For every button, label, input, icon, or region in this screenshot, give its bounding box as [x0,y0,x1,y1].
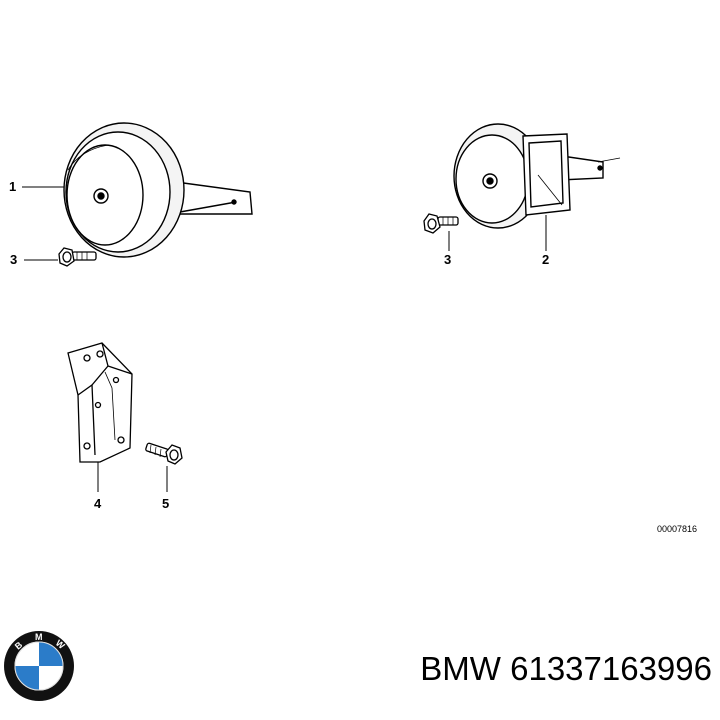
diagram-reference-code: 00007816 [657,524,698,534]
horn-trumpet [453,123,621,229]
horn-round [63,122,253,258]
callout-3-left: 3 [10,252,18,267]
callout-2: 2 [542,252,550,267]
bmw-logo-icon: B M W [4,631,74,701]
logo-letter-m: M [35,632,43,642]
leader-lines [22,186,547,492]
bolt-left [58,247,97,267]
bolt-right [423,213,459,234]
brand-footer: B M W BMW 61337163996 [0,622,720,720]
callout-5: 5 [162,496,170,511]
callout-3-right: 3 [444,252,452,267]
bolt-bracket [145,442,183,465]
logo-letter-b: B [13,639,25,651]
callout-1: 1 [9,179,17,194]
part-number-label: BMW 61337163996 [420,650,712,687]
bracket [67,342,133,463]
callout-4: 4 [94,496,102,511]
